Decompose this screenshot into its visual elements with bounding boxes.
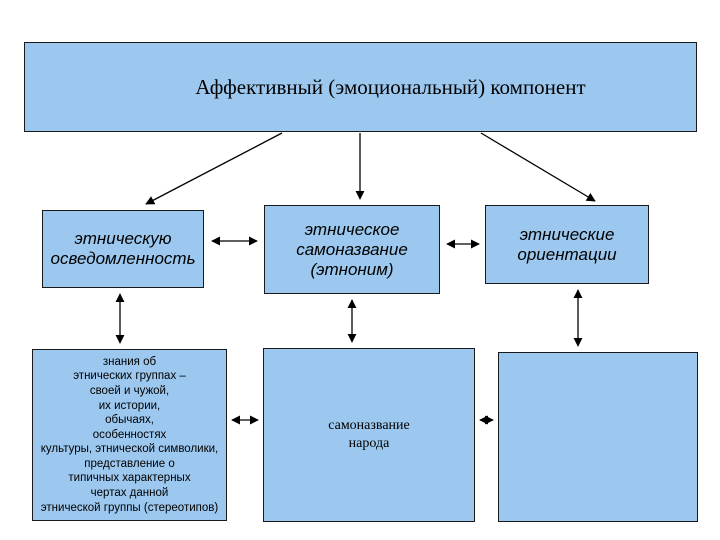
component-title: Аффективный (эмоциональный) компонент <box>195 74 586 99</box>
arrow-title-to-orientations <box>480 132 596 202</box>
knowledge-box: знания об этнических группах – своей и ч… <box>32 349 227 521</box>
people-name-box: самоназвание народа <box>263 348 475 522</box>
knowledge-label: знания об этнических группах – своей и ч… <box>40 355 219 514</box>
orientations-box: этнические ориентации <box>485 205 649 284</box>
arrow-title-to-awareness <box>145 132 283 205</box>
self-name-label: этническое самоназвание (этноним) <box>296 219 408 279</box>
awareness-box: этническую осведомленность <box>42 210 204 288</box>
self-name-box: этническое самоназвание (этноним) <box>264 205 440 294</box>
orientations-label: этнические ориентации <box>517 224 617 264</box>
empty-box <box>498 352 698 522</box>
awareness-label: этническую осведомленность <box>50 229 196 268</box>
component-title-box: Аффективный (эмоциональный) компонент <box>24 42 697 132</box>
people-name-label: самоназвание народа <box>328 418 410 451</box>
